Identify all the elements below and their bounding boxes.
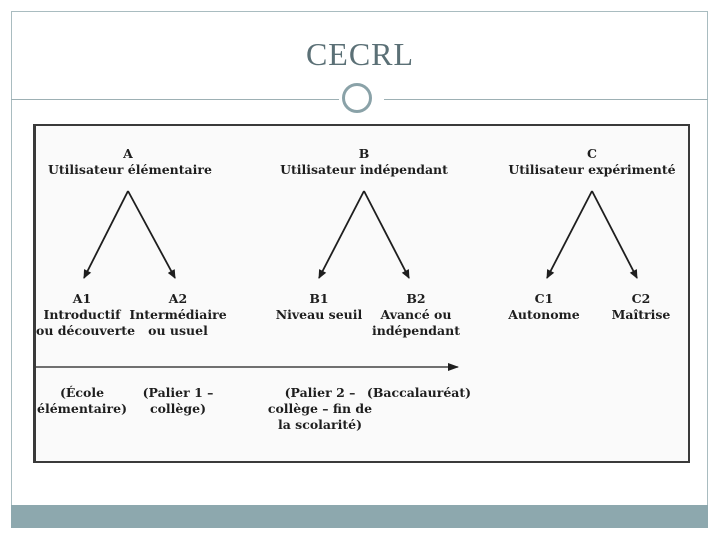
level-a1-line1: Introductif	[43, 307, 121, 322]
level-c1-line1: Autonome	[508, 307, 580, 322]
stage-ecole-line1: (École	[59, 385, 105, 400]
divider-ring-icon	[342, 83, 372, 113]
level-c1: C1 Autonome	[499, 291, 589, 323]
group-c-letter: C	[587, 146, 597, 161]
title-divider-left	[11, 99, 339, 100]
group-a-heading: A Utilisateur élémentaire	[48, 146, 212, 178]
group-a-name: Utilisateur élémentaire	[48, 162, 212, 177]
level-a1-line2: ou découverte	[36, 323, 136, 338]
stage-baccalaureat: (Baccalauréat)	[366, 385, 472, 401]
level-a2: A2 Intermédiaire ou usuel	[128, 291, 228, 339]
level-c2: C2 Maîtrise	[596, 291, 686, 323]
group-c-name: Utilisateur expérimenté	[508, 162, 676, 177]
level-b2-line2: indépendant	[371, 323, 460, 338]
level-c2-line1: Maîtrise	[611, 307, 671, 322]
arrow-a-to-a2	[127, 190, 176, 279]
level-a2-line1: Intermédiaire	[129, 307, 227, 322]
stage-palier-1-line1: (Palier 1 –	[142, 385, 214, 400]
level-b1-line1: Niveau seuil	[275, 307, 363, 322]
stage-palier-2-line2: collège – fin de	[267, 401, 373, 416]
level-b1: B1 Niveau seuil	[269, 291, 369, 323]
level-a2-code: A2	[168, 291, 188, 306]
level-a1-code: A1	[72, 291, 92, 306]
arrow-b-to-b2	[363, 190, 410, 279]
diagram-arrows	[36, 190, 638, 371]
level-a2-line2: ou usuel	[148, 323, 208, 338]
group-a-letter: A	[123, 146, 133, 161]
group-b-name: Utilisateur indépendant	[280, 162, 448, 177]
stage-palier-2-line1: (Palier 2 –	[284, 385, 356, 400]
slide-footer-bar	[11, 505, 708, 528]
group-c-heading: C Utilisateur expérimenté	[507, 146, 677, 178]
arrow-a-to-a1	[83, 190, 129, 279]
level-b1-code: B1	[309, 291, 329, 306]
stage-ecole: (École élémentaire)	[36, 385, 128, 417]
group-b-heading: B Utilisateur indépendant	[279, 146, 449, 178]
arrow-c-to-c1	[546, 190, 593, 279]
stage-palier-1-line2: collège)	[149, 401, 206, 416]
level-a1: A1 Introductif ou découverte	[36, 291, 136, 339]
arrow-b-to-b1	[318, 190, 365, 279]
stage-palier-1: (Palier 1 – collège)	[128, 385, 228, 417]
stage-ecole-line2: élémentaire)	[37, 401, 127, 416]
cecrl-diagram: A Utilisateur élémentaire B Utilisateur …	[33, 124, 690, 463]
level-b2-code: B2	[406, 291, 426, 306]
title-divider-right	[384, 99, 708, 100]
level-b2: B2 Avancé ou indépendant	[366, 291, 466, 339]
stage-palier-2: (Palier 2 – collège – fin de la scolarit…	[266, 385, 374, 433]
stage-palier-2-line3: la scolarité)	[277, 417, 362, 432]
level-c1-code: C1	[534, 291, 554, 306]
slide-title: CECRL	[305, 36, 415, 72]
group-b-letter: B	[358, 146, 370, 161]
stage-baccalaureat-line1: (Baccalauréat)	[366, 385, 472, 400]
arrow-c-to-c2	[591, 190, 638, 279]
level-c2-code: C2	[631, 291, 651, 306]
level-b2-line1: Avancé ou	[380, 307, 452, 322]
